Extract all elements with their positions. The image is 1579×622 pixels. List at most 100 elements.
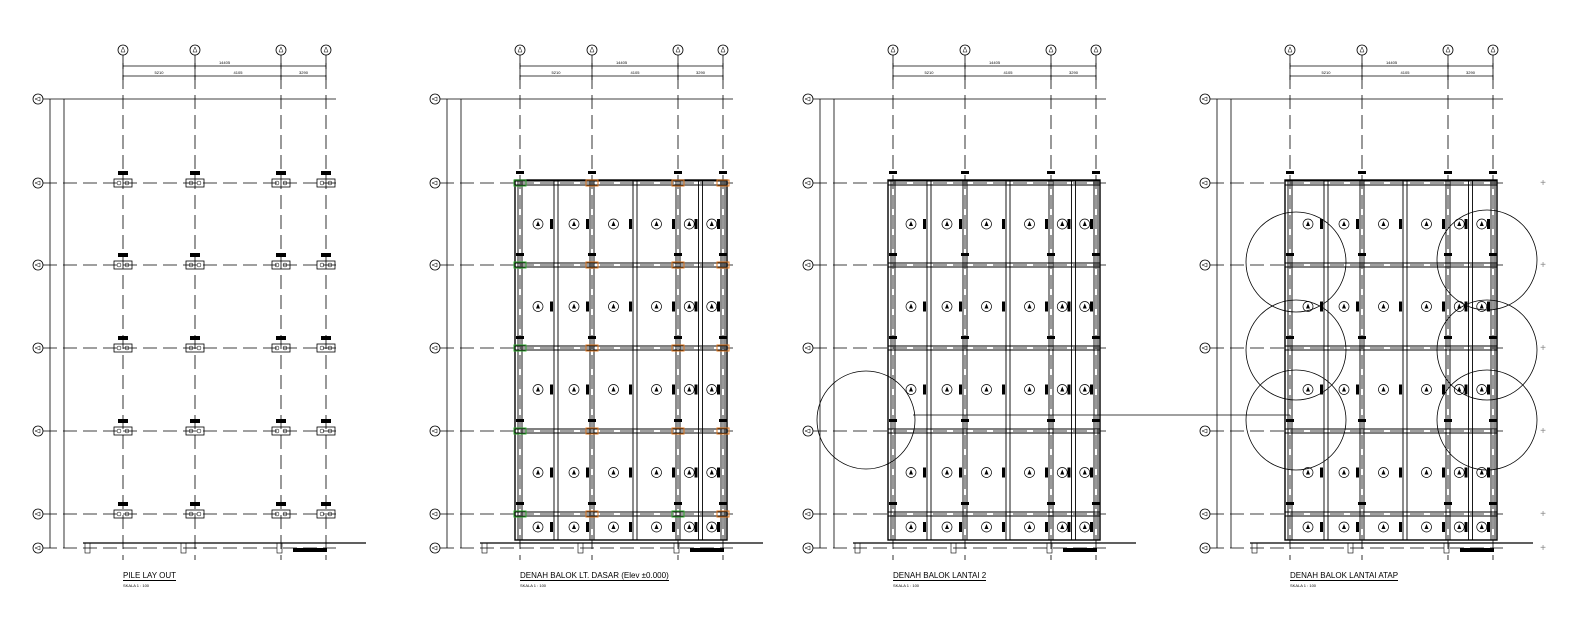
grid-bubble-mark [192,46,198,53]
beam-label-block [719,419,727,422]
beam-section-mark [694,219,698,229]
beam-label-block [1489,253,1497,256]
slab-tag [706,467,718,478]
beam-section-mark [1464,384,1468,395]
pile-cap [185,343,205,353]
slab-tag-mark [536,303,540,309]
beam-section-mark [1464,522,1468,532]
beam-section-mark [1002,467,1005,478]
slab-tag [1338,467,1350,478]
grid-bubble-mark [34,428,41,434]
grid-bubble-mark [804,96,811,102]
slab-tag [1302,467,1314,478]
slab-tag-mark [654,469,659,475]
grid-bubble-mark [1490,46,1496,53]
plan-title-denah-balok-lantai-atap: DENAH BALOK LANTAI ATAP [1290,571,1399,581]
beam-section-mark [1090,219,1093,229]
slab-tag [568,521,580,533]
pile-label-block [190,502,200,506]
slab-tag [1056,467,1068,478]
slab-tag-mark [572,303,576,309]
beam-section-mark [1487,522,1490,532]
slab-tag-mark [945,221,949,226]
grid-bubble-mark [120,46,126,53]
beam-section-mark [1045,522,1048,532]
beam-section-mark [1045,301,1048,312]
beam-label-block [1358,253,1366,256]
slab-tag-mark [1479,386,1484,392]
slab-tag-mark [945,386,949,392]
slab-tag [1453,467,1465,478]
grid-bubble-mark [1201,262,1208,268]
slab-tag-mark [909,524,913,529]
slab-tag [568,218,580,230]
slab-tag [1056,218,1068,230]
slab-tag-mark [1306,469,1310,475]
slab-tag-mark [709,524,714,529]
slab-tag-mark [611,386,616,392]
slab-tag [683,521,695,533]
beam-section-mark [1442,522,1445,532]
beam-label-block [961,419,969,422]
pile-label-block [118,253,128,257]
beam-section-mark [1399,301,1402,312]
beam-section-mark [550,384,553,395]
pile-label-block [190,336,200,340]
pile-label-block [118,419,128,423]
slab-tag-mark [1424,303,1429,309]
dimension-text-bay: 4105 [1401,70,1411,75]
slab-tag [981,467,992,478]
beam-section-mark [586,522,589,532]
footing-mark [1347,542,1354,554]
slab-tag [651,467,662,478]
grid-bubble-mark [1201,180,1208,186]
slab-tag [1079,384,1091,395]
footing-mark [276,542,283,554]
pile [196,511,202,517]
dimension-text-overall: 14405 [989,60,1001,65]
slab-tag-mark [1082,386,1087,392]
slab-tag-mark [1479,221,1484,226]
beam-section-mark [672,522,675,532]
pile-cap [185,509,205,519]
footing-mark [854,542,861,554]
dimension-text-bay: 3290 [299,70,309,75]
beam-section-mark [923,219,926,229]
beam-label-block [1489,336,1497,339]
pile-cap [316,178,336,188]
beam-label-block [588,336,596,339]
pile [274,428,280,434]
slab-tag-mark [1082,303,1087,309]
slab-tag-mark [572,524,576,529]
grid-bubble-mark [1287,46,1293,53]
grid-bubble-mark [431,262,438,268]
pile [196,262,202,268]
beam-section-mark [1045,467,1048,478]
beam-label-block [1047,419,1055,422]
beam-label-block [1358,336,1366,339]
slab-tag [981,218,992,230]
slab-tag-mark [1082,469,1087,475]
slab-tag [1378,467,1389,478]
crosshair-mark: + [1540,509,1546,520]
beam-section-mark [1442,301,1445,312]
slab-tag [608,521,619,533]
beam-section-mark [694,301,698,312]
slab-tag [1338,301,1350,312]
ground-hatch [1460,548,1494,552]
beam-label-block [1047,171,1055,174]
footing-mark [84,542,91,554]
slab-tag-mark [709,469,714,475]
pile [327,511,333,517]
slab-tag [1476,301,1488,312]
beam-section-mark [1002,522,1005,532]
pile [116,345,122,351]
grid-bubble-mark [1201,511,1208,517]
beam-label-block [889,171,897,174]
dimension-text-bay: 5210 [155,70,165,75]
slab-tag [1453,218,1465,230]
beam-section-mark [694,467,698,478]
beam-section-mark [1067,467,1071,478]
grid-bubble-mark [34,180,41,186]
